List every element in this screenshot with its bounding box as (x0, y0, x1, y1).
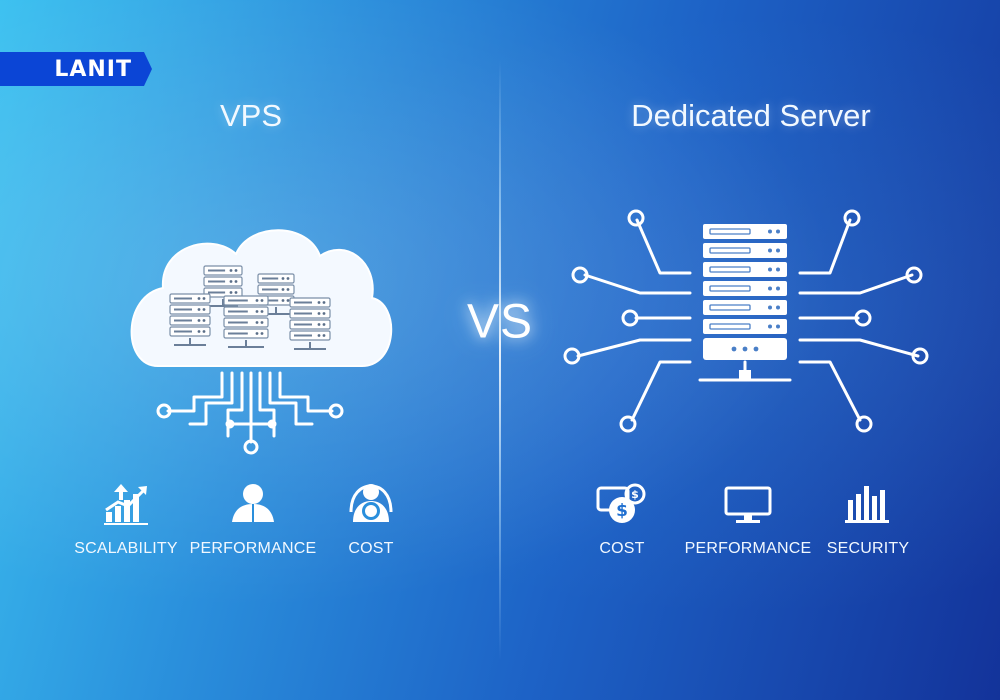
feature-cost-dedicated: $ $ COST (557, 482, 687, 558)
scalability-chart-icon (104, 484, 148, 525)
feature-label: COST (348, 540, 394, 557)
cloud-network-nodes (156, 403, 344, 455)
feature-label: SECURITY (826, 540, 910, 557)
svg-text:$: $ (616, 501, 628, 521)
server-rack-icon (703, 224, 787, 380)
feature-label: SCALABILITY (74, 540, 178, 557)
feature-cost: COST (306, 482, 436, 558)
feature-performance-dedicated: PERFORMANCE (683, 482, 813, 558)
server-unit (703, 300, 787, 315)
feature-label: PERFORMANCE (684, 540, 812, 557)
server-network-lines (576, 218, 920, 422)
server-unit (703, 319, 787, 334)
server-network-nodes (563, 209, 929, 433)
vs-label: VS (466, 295, 534, 349)
feature-label: COST (599, 540, 645, 557)
feature-scalability: SCALABILITY (61, 482, 191, 558)
server-rack (203, 265, 243, 307)
feature-label: PERFORMANCE (189, 540, 317, 557)
svg-text:$: $ (631, 488, 639, 501)
users-icon (232, 484, 274, 522)
cloud-server-racks (169, 265, 331, 350)
server-unit (703, 243, 787, 258)
dedicated-server-title: Dedicated Server (631, 98, 871, 133)
bar-chart-icon (845, 486, 889, 523)
dollar-coins-icon: $ $ (596, 483, 646, 523)
feature-performance: PERFORMANCE (188, 482, 318, 558)
server-unit (703, 281, 787, 296)
user-support-icon (349, 484, 393, 522)
server-unit (703, 262, 787, 277)
server-rack (289, 297, 331, 350)
server-rack (223, 295, 269, 348)
monitor-icon (724, 486, 772, 523)
center-divider (499, 60, 501, 660)
server-rack (257, 273, 295, 315)
feature-security: SECURITY (803, 482, 933, 558)
server-unit (703, 224, 787, 239)
brand-logo-text: LANIT (54, 56, 132, 82)
vps-title: VPS (219, 98, 283, 133)
brand-logo[interactable]: LANIT (0, 52, 152, 86)
cloud-network-lines (166, 371, 334, 444)
server-rack (169, 293, 211, 346)
